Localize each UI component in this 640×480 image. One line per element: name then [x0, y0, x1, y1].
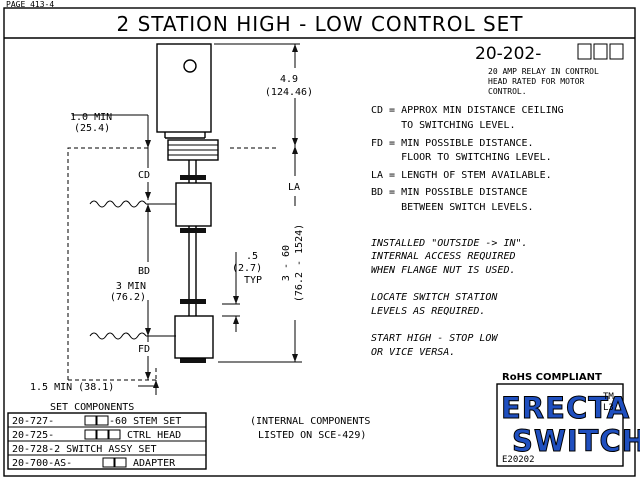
code-box	[102, 457, 115, 468]
drawing-title: 2 STATION HIGH - LOW CONTROL SET	[116, 12, 523, 36]
definition-bd: BD = MIN POSSIBLE DISTANCE	[371, 187, 528, 198]
component-row-switch: 20-728-2 SWITCH ASSY SET	[12, 444, 157, 455]
dim-arrow	[233, 316, 239, 324]
code-box	[108, 429, 121, 440]
part-number-box	[577, 43, 592, 60]
relay-note-line: CONTROL.	[488, 87, 527, 96]
logo-trademark: TM	[603, 392, 614, 402]
code-box	[84, 429, 97, 440]
bottom-min-label: 1.5 MIN (38.1)	[30, 382, 114, 393]
lower-float	[174, 315, 214, 359]
internal-note: (INTERNAL COMPONENTS	[250, 416, 370, 427]
dim-arrow	[145, 328, 151, 336]
upper-float	[175, 182, 212, 227]
min-top-mm: (25.4)	[74, 123, 110, 134]
dim-arrow	[233, 296, 239, 304]
float-stop	[180, 228, 206, 233]
part-number: 20-202-	[475, 44, 541, 64]
logo-part-number: E20202	[502, 455, 535, 465]
float-gap: .5	[246, 251, 258, 262]
definition-fd: FD = MIN POSSIBLE DISTANCE.	[371, 138, 534, 149]
part-number-box	[593, 43, 608, 60]
dim-arrow	[292, 146, 298, 154]
component-row-adapter: 20-700-AS-	[12, 458, 72, 469]
component-row-stem: 20-727-	[12, 416, 54, 427]
component-row-head: 20-725-	[12, 430, 54, 441]
dim-arrow	[145, 372, 151, 380]
dim-arrow	[292, 138, 298, 146]
dim-arrow	[292, 44, 298, 52]
head-port	[183, 59, 197, 73]
component-row-adapter-suffix: ADAPTER	[127, 458, 176, 469]
dim-arrow	[145, 192, 151, 200]
install-note: INSTALLED "OUTSIDE -> IN".	[371, 238, 528, 249]
logo-word-switch: SWITCH	[512, 424, 640, 458]
start-note: OR VICE VERSA.	[371, 347, 455, 358]
definition-fd-cont: FLOOR TO SWITCHING LEVEL.	[371, 152, 552, 163]
dim-arrow	[145, 140, 151, 148]
fd-label: FD	[138, 344, 150, 355]
min-top-label: 1.0 MIN	[70, 112, 112, 123]
cd-label: CD	[138, 170, 150, 181]
float-gap-mm: (2.7)	[232, 263, 262, 274]
definition-bd-cont: BETWEEN SWITCH LEVELS.	[371, 202, 534, 213]
tank-outline	[67, 147, 148, 380]
dim-arrow	[153, 380, 159, 388]
definition-la: LA = LENGTH OF STEM AVAILABLE.	[371, 170, 552, 181]
set-components-heading: SET COMPONENTS	[50, 402, 134, 413]
float-stop	[180, 299, 206, 304]
head-height-mm: (124.46)	[265, 87, 313, 98]
erecta-switch-logo: ERECTA SWITCH TM L3 E20202	[501, 391, 640, 466]
locate-note: LEVELS AS REQUIRED.	[371, 306, 485, 317]
code-box	[84, 415, 97, 426]
sheet-border	[3, 7, 636, 477]
start-note: START HIGH - STOP LOW	[371, 333, 498, 344]
logo-code: L3	[603, 403, 614, 413]
code-box	[96, 429, 109, 440]
bd-min: 3 MIN	[116, 281, 146, 292]
float-stop	[180, 175, 206, 180]
float-stop	[180, 358, 206, 363]
dim-arrow	[292, 354, 298, 362]
la-label: LA	[288, 182, 300, 193]
internal-note: LISTED ON SCE-429)	[258, 430, 366, 441]
la-range-mm: (76.2 - 1524)	[294, 224, 305, 302]
relay-note-line: 20 AMP RELAY IN CONTROL	[488, 67, 599, 76]
rohs-label: RoHS COMPLIANT	[502, 372, 602, 383]
locate-note: LOCATE SWITCH STATION	[371, 292, 498, 303]
bd-label: BD	[138, 266, 150, 277]
component-row-stem-suffix: -60 STEM SET	[109, 416, 181, 427]
dim-arrow	[145, 204, 151, 212]
component-row-head-suffix: CTRL HEAD	[121, 430, 181, 441]
part-number-box	[609, 43, 624, 60]
install-note: WHEN FLANGE NUT IS USED.	[371, 265, 516, 276]
code-box	[114, 457, 127, 468]
install-note: INTERNAL ACCESS REQUIRED	[371, 251, 516, 262]
head-height-label: 4.9	[280, 74, 298, 85]
definition-cd-cont: TO SWITCHING LEVEL.	[371, 120, 516, 131]
control-head	[156, 43, 212, 133]
code-box	[96, 415, 109, 426]
relay-note-line: HEAD RATED FOR MOTOR	[488, 77, 585, 86]
page-reference: PAGE 413-4	[6, 0, 54, 9]
definition-cd: CD = APPROX MIN DISTANCE CEILING	[371, 105, 564, 116]
logo-frame	[496, 383, 624, 467]
level-wave	[89, 332, 147, 340]
bd-min-mm: (76.2)	[110, 292, 146, 303]
float-gap-typ: TYP	[244, 275, 262, 286]
level-wave	[89, 200, 147, 208]
logo-word-erecta: ERECTA	[501, 391, 630, 425]
la-range: 3 - 60	[281, 245, 292, 281]
